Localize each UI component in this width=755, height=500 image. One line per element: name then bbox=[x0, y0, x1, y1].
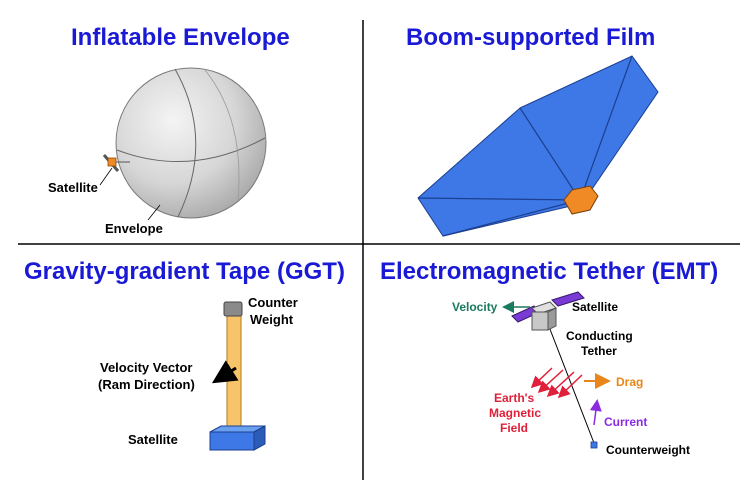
boom-film-graphic bbox=[417, 55, 659, 237]
label-ggt-satellite: Satellite bbox=[128, 432, 178, 447]
envelope-satellite-icon bbox=[102, 154, 130, 172]
label-earths: Earth's bbox=[494, 391, 535, 405]
field-arrow-3 bbox=[546, 371, 575, 398]
label-ram-direction: (Ram Direction) bbox=[98, 377, 195, 392]
label-counter: Counter bbox=[248, 295, 298, 310]
emt-graphic bbox=[502, 291, 611, 449]
envelope-leader-line bbox=[147, 204, 161, 221]
emt-panel-right bbox=[551, 291, 585, 307]
film-satellite-hex bbox=[563, 185, 599, 215]
envelope-sphere bbox=[115, 67, 267, 219]
field-arrow-1 bbox=[530, 367, 553, 389]
label-current: Current bbox=[604, 415, 648, 429]
current-arrow bbox=[589, 399, 602, 426]
label-conducting: Conducting bbox=[566, 329, 633, 343]
envelope-seam-horizontal bbox=[116, 137, 266, 162]
ggt-counter-weight bbox=[223, 301, 243, 317]
label-envelope-satellite: Satellite bbox=[48, 180, 98, 195]
emt-counterweight bbox=[590, 441, 598, 449]
field-arrow-2 bbox=[537, 369, 564, 394]
conducting-tether-line bbox=[547, 323, 595, 444]
ggt-satellite-side bbox=[253, 425, 266, 451]
envelope-seam-vertical bbox=[174, 68, 197, 218]
label-tether: Tether bbox=[581, 344, 617, 358]
emt-satellite-side bbox=[547, 307, 557, 331]
ggt-satellite-front bbox=[209, 431, 255, 451]
emt-satellite-front bbox=[531, 311, 549, 331]
label-velocity-vector: Velocity Vector bbox=[100, 360, 193, 375]
label-weight: Weight bbox=[250, 312, 294, 327]
boom-2 bbox=[579, 55, 633, 201]
label-drag: Drag bbox=[616, 375, 644, 389]
title-inflatable-envelope: Inflatable Envelope bbox=[71, 24, 290, 51]
label-envelope: Envelope bbox=[105, 221, 163, 236]
envelope-seam-back bbox=[204, 69, 240, 201]
boom-4 bbox=[442, 199, 581, 237]
satellite-leader-line bbox=[99, 167, 113, 186]
label-counterweight: Counterweight bbox=[606, 443, 690, 457]
label-field: Field bbox=[500, 421, 529, 435]
label-emt-satellite: Satellite bbox=[572, 300, 619, 314]
ggt-graphic bbox=[209, 301, 266, 451]
label-velocity: Velocity bbox=[452, 300, 498, 314]
boom-1 bbox=[519, 107, 581, 201]
label-magnetic: Magnetic bbox=[489, 406, 542, 420]
title-electromagnetic-tether: Electromagnetic Tether (EMT) bbox=[380, 258, 719, 285]
inflatable-envelope-graphic bbox=[99, 67, 267, 221]
boom-3 bbox=[417, 197, 581, 201]
field-arrow-4 bbox=[557, 374, 583, 399]
title-boom-supported-film: Boom-supported Film bbox=[406, 24, 656, 51]
velocity-vector-arrow bbox=[211, 360, 239, 384]
title-gravity-gradient-tape: Gravity-gradient Tape (GGT) bbox=[24, 258, 345, 285]
